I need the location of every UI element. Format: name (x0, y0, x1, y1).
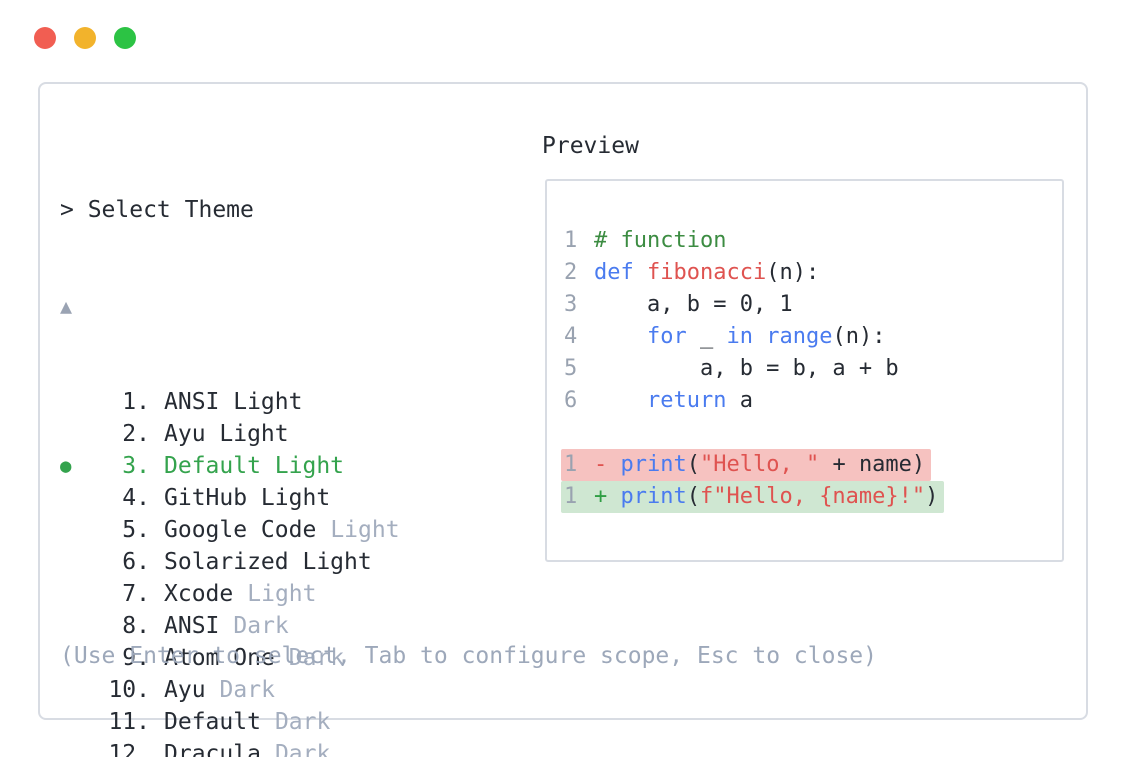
item-variant: Dark (274, 741, 331, 757)
theme-selector-dialog: > Select Theme ▲ 1. ANSI Light 2. Ayu Light… (38, 82, 1088, 757)
item-label: Google Code (164, 517, 317, 543)
item-variant: Dark (288, 645, 345, 671)
theme-list-item-12[interactable]: 12. Dracula Dark (60, 738, 400, 757)
item-label: Atom One (164, 645, 275, 671)
code-line: 1+ print(f"Hello, {name}!") (561, 481, 1052, 513)
line-number: 1 (564, 228, 578, 253)
diff-add-line: 1+ print(f"Hello, {name}!") (561, 481, 945, 513)
scroll-up-icon[interactable]: ▲ (60, 290, 72, 322)
marker-space (60, 386, 76, 418)
theme-list-item-8[interactable]: 8. ANSI Dark (60, 610, 400, 642)
item-number: 1. (122, 389, 150, 415)
theme-list-item-10[interactable]: 10. Ayu Dark (60, 674, 400, 706)
select-theme-title: > Select Theme (60, 197, 254, 223)
item-number: 6. (122, 549, 150, 575)
item-number: 2. (122, 421, 150, 447)
line-number: 1 (564, 452, 578, 477)
theme-list-item-6[interactable]: 6. Solarized Light (60, 546, 400, 578)
item-label: ANSI (164, 613, 220, 639)
item-label: ANSI Light (164, 389, 303, 415)
theme-list: 1. ANSI Light 2. Ayu Light ● 3. Default Light 4… (60, 386, 400, 757)
code-line-content: 4 for _ in range(n): (564, 321, 885, 353)
item-label: Ayu Light (164, 421, 289, 447)
item-number: 9. (122, 645, 150, 671)
line-number: 6 (564, 388, 578, 413)
line-number: 1 (564, 484, 578, 509)
item-label: Ayu (164, 677, 206, 703)
theme-list-item-1[interactable]: 1. ANSI Light (60, 386, 400, 418)
code-line-content: 5 a, b = b, a + b (564, 353, 899, 385)
code-line-content: 6 return a (564, 385, 753, 417)
maximize-button[interactable] (114, 27, 136, 49)
marker-space (60, 514, 76, 546)
item-variant: Dark (233, 613, 289, 639)
item-number: 11. (108, 709, 150, 735)
item-variant: Dark (219, 677, 275, 703)
item-number: 12. (108, 741, 150, 757)
item-number: 3. (122, 453, 150, 479)
theme-list-item-11[interactable]: 11. Default Dark (60, 706, 400, 738)
code-line-content: 1# function (564, 225, 726, 257)
diff-del-line: 1- print("Hello, " + name) (561, 449, 932, 481)
code-line-content: 3 a, b = 0, 1 (564, 289, 793, 321)
code-line: 4 for _ in range(n): (564, 321, 1052, 353)
marker-space (60, 738, 76, 757)
preview-label: Preview (542, 133, 639, 159)
theme-list-item-7[interactable]: 7. Xcode Light (60, 578, 400, 610)
code-line: 3 a, b = 0, 1 (564, 289, 1052, 321)
minimize-button[interactable] (74, 27, 96, 49)
line-number: 2 (564, 260, 578, 285)
item-label: Default (164, 709, 261, 735)
marker-space (60, 610, 76, 642)
theme-list-item-5[interactable]: 5. Google Code Light (60, 514, 400, 546)
code-line: 6 return a (564, 385, 1052, 417)
theme-list-item-4[interactable]: 4. GitHub Light (60, 482, 400, 514)
item-label: Default Light (164, 453, 345, 479)
theme-list-item-3[interactable]: ● 3. Default Light (60, 450, 400, 482)
window-traffic-lights (34, 27, 136, 49)
theme-list-column: > Select Theme ▲ 1. ANSI Light 2. Ayu Light… (60, 130, 400, 757)
marker-space (60, 706, 76, 738)
item-number: 7. (122, 581, 150, 607)
line-number: 3 (564, 292, 578, 317)
marker-space (60, 546, 76, 578)
item-variant: Light (330, 517, 400, 543)
item-label: Xcode (164, 581, 234, 607)
item-number: 4. (122, 485, 150, 511)
marker-space (60, 674, 76, 706)
code-line: 5 a, b = b, a + b (564, 353, 1052, 385)
item-variant: Dark (274, 709, 331, 735)
theme-list-item-9[interactable]: 9. Atom One Dark (60, 642, 400, 674)
theme-list-item-2[interactable]: 2. Ayu Light (60, 418, 400, 450)
code-line: 1- print("Hello, " + name) (561, 449, 1052, 481)
marker-space (60, 482, 76, 514)
line-number: 4 (564, 324, 578, 349)
selected-bullet-icon: ● (60, 455, 72, 477)
close-button[interactable] (34, 27, 56, 49)
marker-space (60, 418, 76, 450)
item-number: 5. (122, 517, 150, 543)
item-label: Dracula (164, 741, 261, 757)
item-label: Solarized Light (164, 549, 372, 575)
item-label: GitHub Light (164, 485, 331, 511)
marker-space (60, 578, 76, 610)
item-number: 10. (108, 677, 150, 703)
keyboard-hints: (Use Enter to select, Tab to configure s… (60, 643, 877, 669)
item-variant: Light (247, 581, 317, 607)
code-line: 1# function (564, 225, 1052, 257)
code-blank-line (564, 417, 1052, 449)
item-number: 8. (122, 613, 150, 639)
line-number: 5 (564, 356, 578, 381)
